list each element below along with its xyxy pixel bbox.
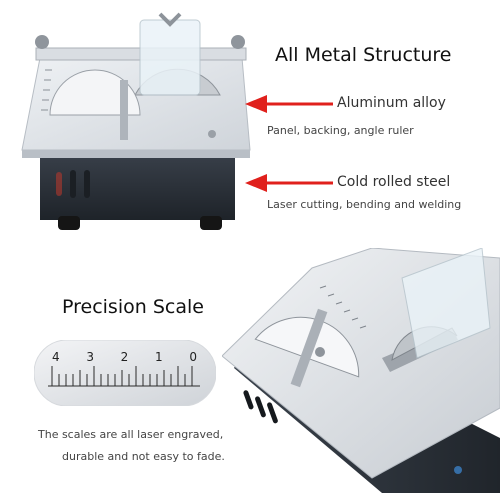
clamp-knob: [35, 35, 49, 49]
panel-edge: [22, 150, 250, 158]
scale-closeup-image: [34, 340, 216, 406]
rail-ticks: [319, 285, 367, 329]
scale-number: 0: [189, 350, 197, 364]
scale-number: 3: [86, 350, 94, 364]
red-arrow-icon: [245, 95, 333, 113]
wing-nut: [315, 347, 325, 357]
table-saw-photo-top: [21, 12, 251, 230]
logo-badge: [454, 466, 462, 474]
angle-ruler: [49, 69, 141, 116]
wing-nut: [158, 12, 182, 27]
vent-slot: [56, 172, 62, 196]
scale-caption-line2: durable and not easy to fade.: [62, 450, 225, 463]
miter-bar: [290, 308, 328, 388]
scale-number: 2: [120, 350, 129, 364]
clamp-knob: [231, 35, 245, 49]
callout-aluminum-detail: Panel, backing, angle ruler: [267, 124, 414, 137]
miter-bar: [120, 80, 128, 140]
rubber-foot: [200, 216, 222, 230]
blade-guard: [401, 248, 491, 359]
rail-ticks: [41, 69, 52, 111]
scale-ticks: [51, 366, 193, 386]
panel-screw: [208, 130, 216, 138]
red-arrow-icon: [245, 174, 333, 192]
vent-slot: [70, 170, 76, 198]
vent-slot: [84, 170, 90, 198]
heading-all-metal-structure: All Metal Structure: [275, 44, 452, 66]
scale-caption-line1: The scales are all laser engraved,: [38, 428, 224, 441]
table-saw-photo-angled: [222, 248, 500, 493]
blade-guard: [139, 19, 201, 96]
scale-number: 4: [52, 350, 60, 364]
callout-aluminum-alloy: Aluminum alloy: [337, 95, 446, 111]
heading-precision-scale: Precision Scale: [62, 296, 204, 318]
steel-base-box: [40, 150, 235, 220]
scale-numbers: 4 3 2 1 0: [52, 350, 197, 364]
callout-cold-rolled-steel: Cold rolled steel: [337, 174, 451, 190]
scale-number: 1: [154, 350, 163, 364]
callout-steel-detail: Laser cutting, bending and welding: [267, 198, 462, 211]
rubber-foot: [58, 216, 80, 230]
